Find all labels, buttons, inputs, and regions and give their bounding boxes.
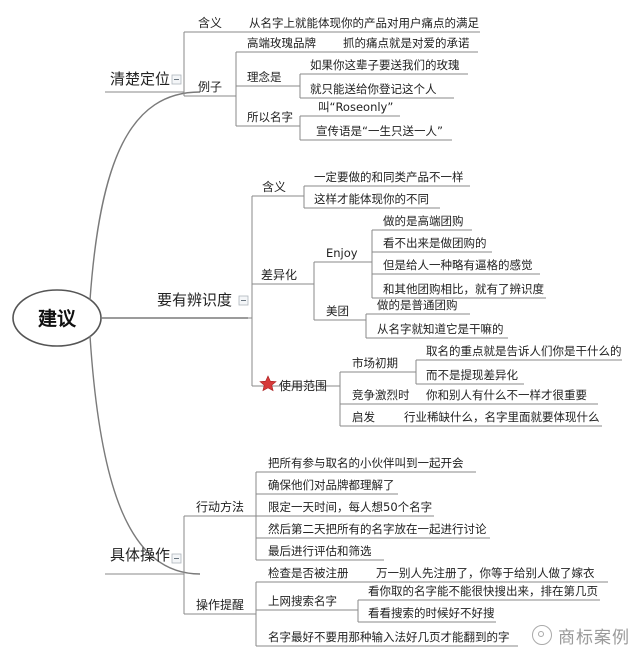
node-inspiration: 启发 <box>352 410 375 424</box>
leaf-early-1: 取名的重点就是告诉人们你是干什么的 <box>426 344 622 358</box>
leaf-meaning-2a: 一定要做的和同类产品不一样 <box>314 170 464 184</box>
collapse-toggle[interactable] <box>171 74 182 85</box>
node-action-method: 行动方法 <box>196 499 244 514</box>
watermark: 商标案例 <box>532 620 638 650</box>
node-concept: 理念是 <box>247 70 282 84</box>
leaf-enjoy-4: 和其他团购相比，就有了辨识度 <box>383 282 544 296</box>
leaf-competition: 你和别人有什么不一样才很重要 <box>426 388 587 402</box>
leaf-concept-2: 就只能送给你登记这个人 <box>310 82 437 96</box>
leaf-early-2: 而不是提现差异化 <box>426 368 518 382</box>
leaf-rose-painpoint: 抓的痛点就是对爱的承诺 <box>343 36 470 50</box>
watermark-text: 商标案例 <box>558 627 630 648</box>
leaf-meituan-1: 做的是普通团购 <box>377 298 458 312</box>
leaf-slogan: 宣传语是“一生只送一人” <box>316 124 443 138</box>
branch-operation: 具体操作 <box>110 546 170 564</box>
collapse-toggle[interactable] <box>238 295 249 306</box>
node-differentiation: 差异化 <box>261 268 297 282</box>
node-meituan: 美团 <box>326 304 349 318</box>
node-use-scope: 使用范围 <box>279 378 327 393</box>
node-early-market: 市场初期 <box>352 356 398 370</box>
node-competition: 竞争激烈时 <box>352 388 410 402</box>
node-operation-tips: 操作提醒 <box>196 597 244 612</box>
collapse-toggle[interactable] <box>171 553 182 564</box>
leaf-meituan-2: 从名字就知道它是干嘛的 <box>377 322 504 336</box>
leaf-search-1: 看你取的名字能不能很快搜出来，排在第几页 <box>368 584 598 598</box>
branch-positioning: 清楚定位 <box>110 70 170 88</box>
leaf-enjoy-3: 但是给人一种略有逼格的感觉 <box>383 258 533 272</box>
leaf-roseonly: 叫“Roseonly” <box>318 100 393 114</box>
node-check-registered: 检查是否被注册 <box>268 566 349 580</box>
leaf-concept-1: 如果你这辈子要送我们的玫瑰 <box>310 58 460 72</box>
node-example: 例子 <box>198 80 222 94</box>
root-label: 建议 <box>38 307 77 330</box>
leaf-action-5: 最后进行评估和筛选 <box>268 544 372 558</box>
branch-recognition: 要有辨识度 <box>157 291 232 309</box>
leaf-avoid-rare-chars: 名字最好不要用那种输入法好几页才能翻到的字 <box>268 630 510 644</box>
node-rose-brand: 高端玫瑰品牌 <box>247 36 316 50</box>
leaf-check-registered: 万一别人先注册了，你等于给别人做了嫁衣 <box>376 566 595 580</box>
leaf-meaning-2b: 这样才能体现你的不同 <box>314 192 429 206</box>
node-search-online: 上网搜索名字 <box>268 594 337 608</box>
red-star-icon <box>259 375 277 392</box>
node-meaning-1: 含义 <box>198 15 222 30</box>
leaf-action-1: 把所有参与取名的小伙伴叫到一起开会 <box>268 456 464 470</box>
node-meaning-2: 含义 <box>262 179 286 194</box>
leaf-action-4: 然后第二天把所有的名字放在一起进行讨论 <box>268 522 487 536</box>
wechat-icon <box>532 625 552 645</box>
node-enjoy: Enjoy <box>326 246 358 260</box>
leaf-action-2: 确保他们对品牌都理解了 <box>268 478 395 492</box>
leaf-enjoy-2: 看不出来是做团购的 <box>383 236 487 250</box>
node-so-name: 所以名字 <box>247 110 293 124</box>
leaf-search-2: 看看搜索的时候好不好搜 <box>368 606 495 620</box>
leaf-action-3: 限定一天时间，每人想50个名字 <box>268 500 432 514</box>
leaf-enjoy-1: 做的是高端团购 <box>383 214 464 228</box>
leaf-inspiration: 行业稀缺什么，名字里面就要体现什么 <box>404 410 600 424</box>
leaf-meaning-1: 从名字上就能体现你的产品对用户痛点的满足 <box>249 16 479 30</box>
